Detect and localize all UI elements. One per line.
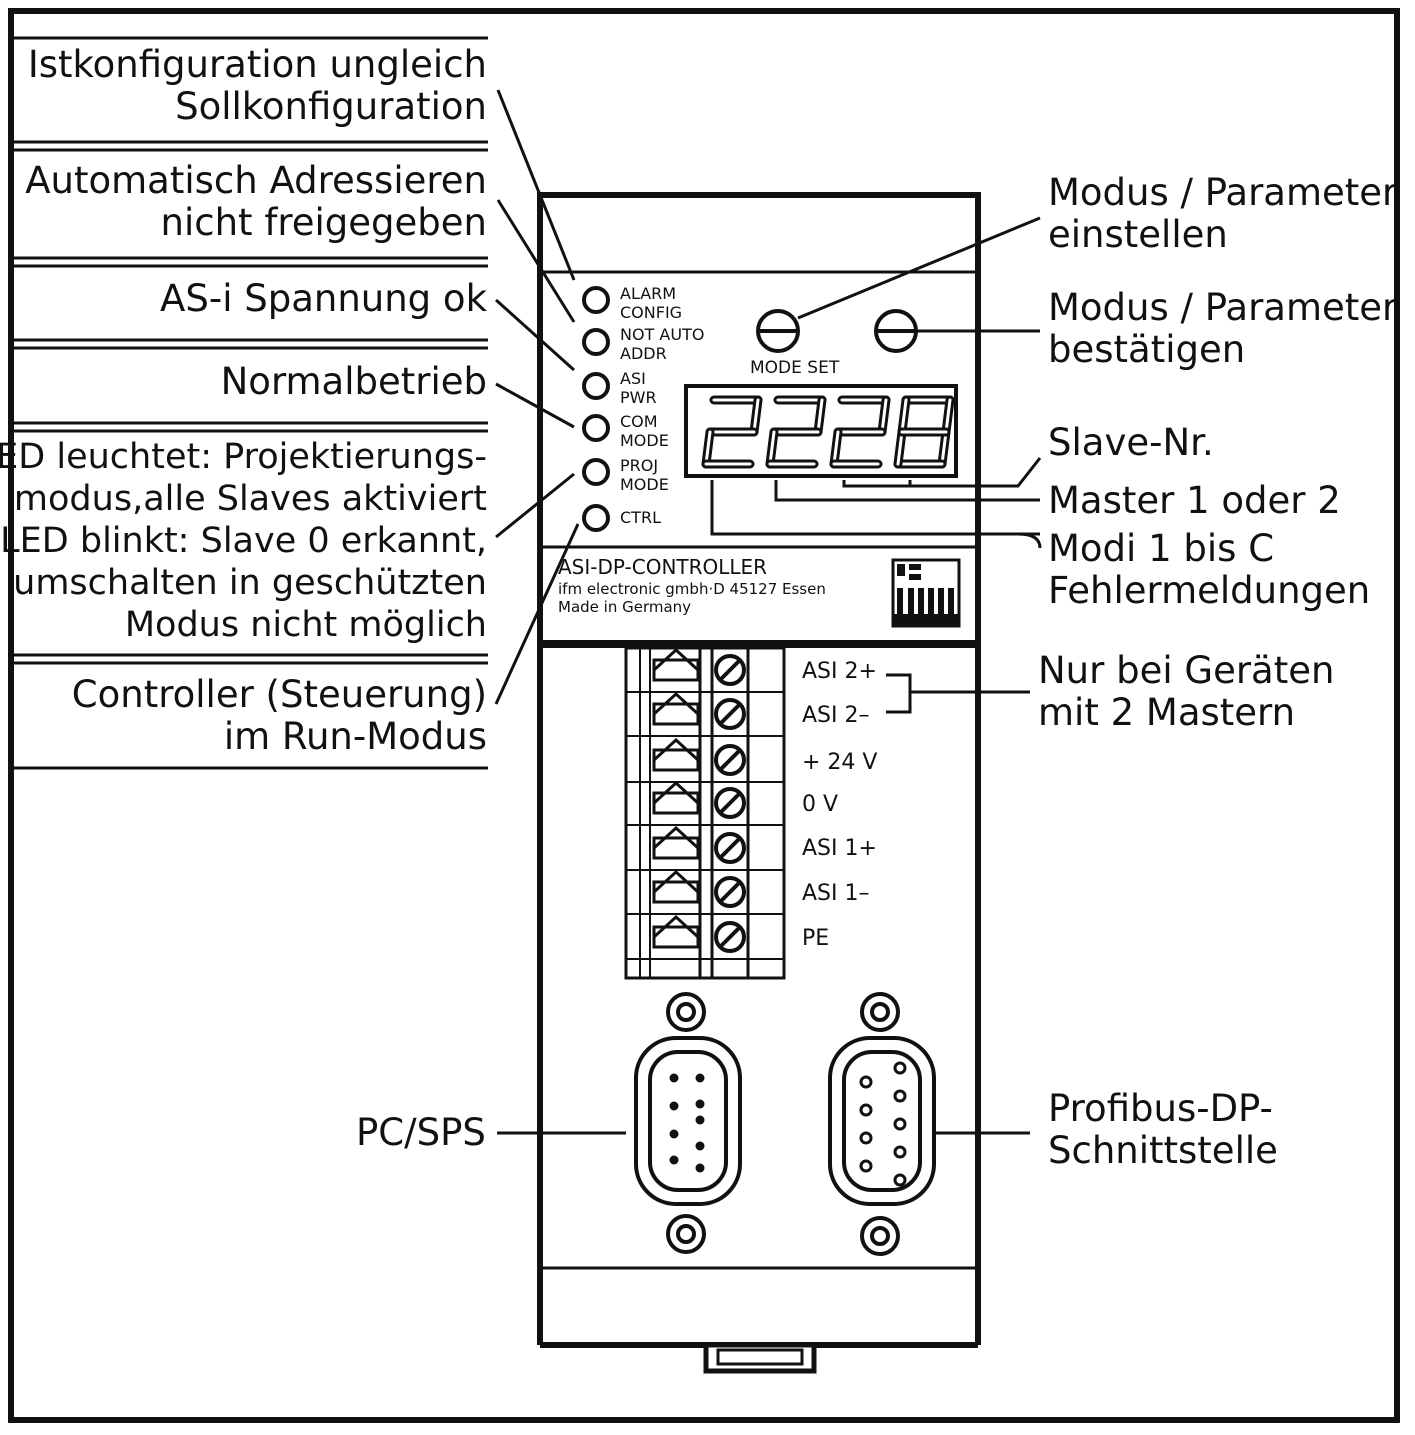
screw-slot-1	[718, 702, 742, 726]
profibus-pin-7	[893, 1145, 907, 1159]
mode-set-label: MODE SET	[750, 358, 840, 378]
clamp-2	[652, 748, 700, 772]
label-ctrl: Controller (Steuerung)im Run-Modus	[71, 673, 487, 758]
led-0	[582, 286, 610, 314]
screw-slot-4	[718, 836, 742, 860]
terminal-label-asi1-minus: ASI 1–	[802, 881, 870, 906]
clamp-6	[652, 925, 700, 949]
profibus-pin-0	[859, 1075, 873, 1089]
label-asi-pwr: AS-i Spannung ok	[160, 277, 487, 320]
terminal-block	[624, 646, 786, 980]
profibus-pin-3	[859, 1159, 873, 1173]
screw-slot-3	[718, 791, 742, 815]
ifm-logo	[891, 558, 961, 628]
profibus-pin-1	[859, 1103, 873, 1117]
clamp-arrow-6	[652, 914, 700, 939]
screw-slot-2	[718, 748, 742, 772]
pc-sps-connector	[634, 992, 742, 1254]
pc-sps-pin-1	[669, 1101, 679, 1111]
display-digit-1	[765, 395, 827, 469]
terminal-label-24v: + 24 V	[802, 750, 878, 775]
profibus-pin-5	[893, 1089, 907, 1103]
pc-sps-pin-6	[695, 1115, 705, 1125]
label-proj-mode: LED leuchtet: Projektierungs-modus,alle …	[0, 437, 487, 645]
clamp-3	[652, 791, 700, 815]
pc-sps-pin-0	[669, 1073, 679, 1083]
pc-sps-pin-5	[695, 1099, 705, 1109]
label-slave-nr: Slave-Nr.	[1048, 421, 1214, 464]
screw-slot-5	[718, 880, 742, 904]
clamp-4	[652, 836, 700, 860]
display-digit-3	[893, 395, 955, 469]
segment-inner-c	[940, 430, 948, 466]
segment-inner-e	[704, 430, 712, 466]
segment-inner-e	[768, 430, 776, 466]
label-profibus: Profibus-DP-Schnittstelle	[1048, 1087, 1278, 1172]
led-label-ctrl: CTRL	[620, 508, 661, 527]
segment-inner-b	[880, 398, 888, 434]
display-digit-2	[829, 395, 891, 469]
clamp-arrow-2	[652, 737, 700, 762]
pc-sps-pin-2	[669, 1129, 679, 1139]
screw-slot-0	[718, 658, 742, 682]
nameplate-line2: Made in Germany	[558, 598, 692, 616]
segment-inner-b	[816, 398, 824, 434]
profibus-pin-2	[859, 1131, 873, 1145]
segment-inner-f	[900, 398, 908, 434]
segment-inner-e	[832, 430, 840, 466]
nameplate-line1: ifm electronic gmbh·D 45127 Essen	[558, 580, 826, 598]
pc-sps-pin-3	[669, 1155, 679, 1165]
pc-sps-pin-7	[695, 1141, 705, 1151]
clamp-arrow-3	[652, 780, 700, 805]
clamp-arrow-0	[652, 647, 700, 672]
profibus-pin-6	[893, 1117, 907, 1131]
profibus-dp-connector	[828, 992, 936, 1256]
clamp-arrow-5	[652, 869, 700, 894]
terminal-label-asi2-plus: ASI 2+	[802, 659, 877, 684]
clamp-5	[652, 880, 700, 904]
led-5	[582, 504, 610, 532]
clamp-0	[652, 658, 700, 682]
terminal-label-asi1-plus: ASI 1+	[802, 836, 877, 861]
pc-sps-pin-4	[695, 1073, 705, 1083]
segment-inner-b	[944, 398, 952, 434]
terminal-label-0v: 0 V	[802, 792, 839, 817]
label-master: Master 1 oder 2	[1048, 479, 1341, 522]
pc-sps-pin-8	[695, 1163, 705, 1173]
clamp-arrow-1	[652, 691, 700, 716]
led-1	[582, 328, 610, 356]
segment-inner-b	[752, 398, 760, 434]
terminal-label-pe: PE	[802, 926, 830, 951]
outer-frame	[8, 8, 1400, 1423]
screw-slot-6	[718, 925, 742, 949]
profibus-pin-4	[893, 1061, 907, 1075]
led-2	[582, 372, 610, 400]
clamp-arrow-4	[652, 825, 700, 850]
label-pc-sps: PC/SPS	[356, 1111, 486, 1154]
terminal-label-asi2-minus: ASI 2–	[802, 703, 870, 728]
segment-inner-e	[896, 430, 904, 466]
led-4	[582, 458, 610, 486]
label-com-mode: Normalbetrieb	[220, 360, 487, 403]
led-3	[582, 414, 610, 442]
nameplate-title: ASI-DP-CONTROLLER	[558, 555, 768, 579]
profibus-pin-8	[893, 1173, 907, 1187]
clamp-1	[652, 702, 700, 726]
display-digit-0	[701, 395, 763, 469]
